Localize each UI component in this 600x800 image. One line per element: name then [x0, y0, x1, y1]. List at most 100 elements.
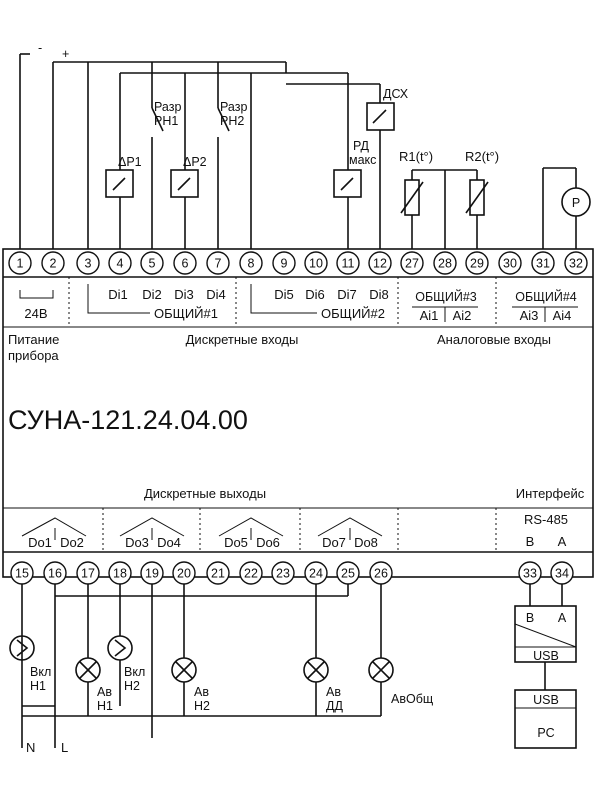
svg-text:16: 16 [48, 567, 62, 581]
do3-label: Do3 [125, 535, 149, 550]
terminal-21: 21 [206, 561, 230, 585]
mains-n-label: N [26, 740, 35, 755]
terminal-26: 26 [369, 561, 393, 585]
terminal-3: 3 [76, 251, 100, 275]
svg-text:33: 33 [523, 567, 537, 581]
dsh-label: ДСХ [383, 87, 409, 101]
svg-text:2: 2 [50, 257, 57, 271]
svg-text:21: 21 [211, 567, 225, 581]
terminal-4: 4 [108, 251, 132, 275]
di7-label: Di7 [337, 287, 357, 302]
svg-text:12: 12 [373, 257, 387, 271]
terminal-29: 29 [465, 251, 489, 275]
svg-text:17: 17 [81, 567, 95, 581]
av-dd-label-1: Ав [326, 685, 341, 699]
common1-label: ОБЩИЙ#1 [154, 306, 218, 321]
power-label-1: Питание [8, 332, 59, 347]
terminal-31: 31 [531, 251, 555, 275]
av-common-label: АвОбщ [391, 692, 433, 706]
svg-text:25: 25 [341, 567, 355, 581]
mains-l-label: L [61, 740, 68, 755]
rs485-label: RS-485 [524, 512, 568, 527]
razr-rn2-label-2: РН2 [220, 114, 244, 128]
r1-label: R1(t°) [399, 149, 433, 164]
top-terminal-row: 1 2 3 4 5 6 7 8 9 10 11 12 27 28 29 30 3… [8, 251, 588, 275]
voltage-label: 24В [24, 306, 47, 321]
av-h1-label-1: Ав [97, 685, 112, 699]
svg-text:31: 31 [536, 257, 550, 271]
terminal-33: 33 [518, 561, 542, 585]
svg-text:32: 32 [569, 257, 583, 271]
terminal-24: 24 [304, 561, 328, 585]
dp1-label: ΔР1 [118, 155, 142, 169]
av-dd-label-2: ДД [326, 699, 343, 713]
terminal-34: 34 [550, 561, 574, 585]
discrete-inputs-title: Дискретные входы [186, 332, 299, 347]
terminal-22: 22 [239, 561, 263, 585]
terminal-7: 7 [206, 251, 230, 275]
ai3-label: Ai3 [520, 308, 539, 323]
p-sensor-label: P [572, 196, 580, 210]
svg-text:30: 30 [503, 257, 517, 271]
do5-label: Do5 [224, 535, 248, 550]
analog-inputs-title: Аналоговые входы [437, 332, 551, 347]
terminal-28: 28 [433, 251, 457, 275]
vkl-h2-label-2: Н2 [124, 679, 140, 693]
common4-label: ОБЩИЙ#4 [515, 289, 577, 304]
svg-text:22: 22 [244, 567, 258, 581]
svg-text:7: 7 [215, 257, 222, 271]
do7-label: Do7 [322, 535, 346, 550]
terminal-16: 16 [43, 561, 67, 585]
svg-text:9: 9 [281, 257, 288, 271]
terminal-32: 32 [564, 251, 588, 275]
svg-text:15: 15 [15, 567, 29, 581]
svg-text:29: 29 [470, 257, 484, 271]
terminal-6: 6 [173, 251, 197, 275]
r2-label: R2(t°) [465, 149, 499, 164]
razr-rn1-label-2: РН1 [154, 114, 178, 128]
svg-text:3: 3 [85, 257, 92, 271]
di3-label: Di3 [174, 287, 194, 302]
common3-label: ОБЩИЙ#3 [415, 289, 477, 304]
svg-text:27: 27 [405, 257, 419, 271]
terminal-23: 23 [271, 561, 295, 585]
terminal-19: 19 [140, 561, 164, 585]
do6-label: Do6 [256, 535, 280, 550]
ai4-label: Ai4 [553, 308, 572, 323]
terminal-25: 25 [336, 561, 360, 585]
razr-rn2-label-1: Разр [220, 100, 247, 114]
terminal-10: 10 [304, 251, 328, 275]
svg-text:10: 10 [309, 257, 323, 271]
terminal-18: 18 [108, 561, 132, 585]
power-plus-label: + [62, 47, 69, 61]
model-title: СУНА-121.24.04.00 [8, 405, 248, 435]
discrete-outputs-title: Дискретные выходы [144, 486, 266, 501]
terminal-15: 15 [10, 561, 34, 585]
svg-text:11: 11 [342, 257, 355, 271]
terminal-30: 30 [498, 251, 522, 275]
di2-label: Di2 [142, 287, 162, 302]
svg-text:8: 8 [248, 257, 255, 271]
device-body [2, 248, 594, 578]
vkl-h1-label-2: Н1 [30, 679, 46, 693]
svg-text:4: 4 [117, 257, 124, 271]
terminal-1: 1 [8, 251, 32, 275]
razr-rn1-label-1: Разр [154, 100, 181, 114]
di4-label: Di4 [206, 287, 226, 302]
do4-label: Do4 [157, 535, 181, 550]
bottom-terminal-row: 15 16 17 18 19 20 21 22 23 24 25 26 33 3… [10, 561, 574, 585]
terminal-12: 12 [368, 251, 392, 275]
svg-text:18: 18 [113, 567, 127, 581]
dp2-label: ΔР2 [183, 155, 207, 169]
ai2-label: Ai2 [453, 308, 472, 323]
top-wiring [19, 53, 591, 249]
rs485-a-label: A [558, 534, 567, 549]
rd-label-1: РД [353, 139, 370, 153]
interface-title: Интерфейс [516, 486, 585, 501]
di8-label: Di8 [369, 287, 389, 302]
do2-label: Do2 [60, 535, 84, 550]
do8-label: Do8 [354, 535, 378, 550]
bottom-wiring [9, 584, 577, 749]
relay-contacts [21, 517, 383, 540]
